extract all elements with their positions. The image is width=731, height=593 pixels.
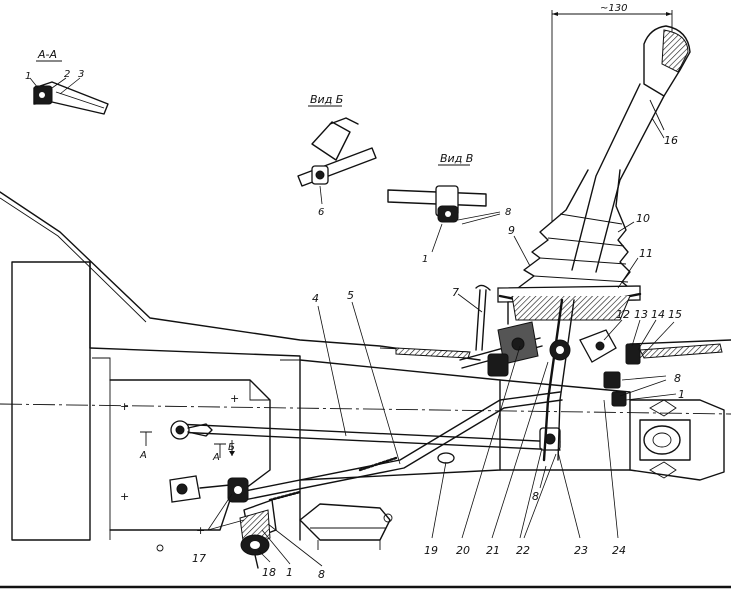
- callout-19: 19: [424, 544, 438, 557]
- section-mark-a2: А: [212, 452, 220, 463]
- callout-numbers: 7 4 5 9 10 11 16 12 13 14 15 8 1 17 18 1…: [192, 134, 685, 581]
- callout-20: 20: [456, 544, 470, 557]
- inset-aa-label-3: 3: [78, 69, 84, 80]
- view-b-title: Вид Б: [310, 93, 343, 106]
- callout-18: 18: [262, 566, 276, 579]
- inset-v-label-8: 8: [505, 207, 511, 218]
- flange-bolts: + + + +: [120, 392, 239, 537]
- callout-10: 10: [636, 212, 650, 225]
- center-axis: [0, 403, 731, 415]
- dimension-130: ~130: [551, 3, 673, 222]
- callout-4: 4: [312, 292, 319, 305]
- inset-b-label-6: 6: [318, 207, 324, 218]
- callout-leaders: [207, 117, 677, 567]
- svg-text:+: +: [230, 392, 239, 405]
- callout-22: 22: [516, 544, 530, 557]
- svg-text:+: +: [120, 400, 129, 413]
- shift-lever: [475, 25, 691, 462]
- callout-1-right: 1: [678, 388, 685, 401]
- section-aa-title: А-А: [37, 48, 57, 61]
- callout-8-right: 8: [674, 372, 681, 385]
- callout-5: 5: [347, 289, 354, 302]
- svg-text:+: +: [196, 524, 205, 537]
- view-v-title: Вид В: [440, 152, 473, 165]
- callout-15: 15: [668, 308, 682, 321]
- callout-11: 11: [639, 247, 653, 260]
- callout-8-center: 8: [532, 490, 539, 503]
- callout-12: 12: [616, 308, 630, 321]
- inset-aa-label-1: 1: [25, 71, 31, 82]
- callout-9: 9: [508, 224, 515, 237]
- inset-aa-label-2: 2: [64, 69, 70, 80]
- inset-v-label-1: 1: [422, 254, 428, 265]
- inset-section-aa: А-А 1 2 3: [25, 48, 109, 115]
- lower-bracket: [299, 503, 393, 550]
- callout-1-bottom: 1: [286, 566, 293, 579]
- callout-21: 21: [486, 544, 500, 557]
- callout-13: 13: [634, 308, 648, 321]
- callout-17: 17: [192, 552, 206, 565]
- dimension-label: ~130: [600, 3, 627, 14]
- inset-view-b: Вид Б 6: [297, 93, 377, 218]
- svg-text:+: +: [120, 490, 129, 503]
- callout-16: 16: [664, 134, 678, 147]
- callout-8-bottom: 8: [318, 568, 325, 581]
- left-linkage: А А Б: [139, 420, 277, 569]
- section-mark-b: Б: [228, 442, 235, 453]
- callout-14: 14: [651, 308, 665, 321]
- section-mark-a1: А: [139, 450, 147, 461]
- callout-7: 7: [452, 286, 459, 299]
- callout-23: 23: [574, 544, 588, 557]
- floor-panel: [0, 191, 731, 361]
- inset-view-v: Вид В 1 8: [387, 152, 511, 265]
- callout-24: 24: [612, 544, 626, 557]
- gearbox-housing: + + + +: [11, 261, 725, 552]
